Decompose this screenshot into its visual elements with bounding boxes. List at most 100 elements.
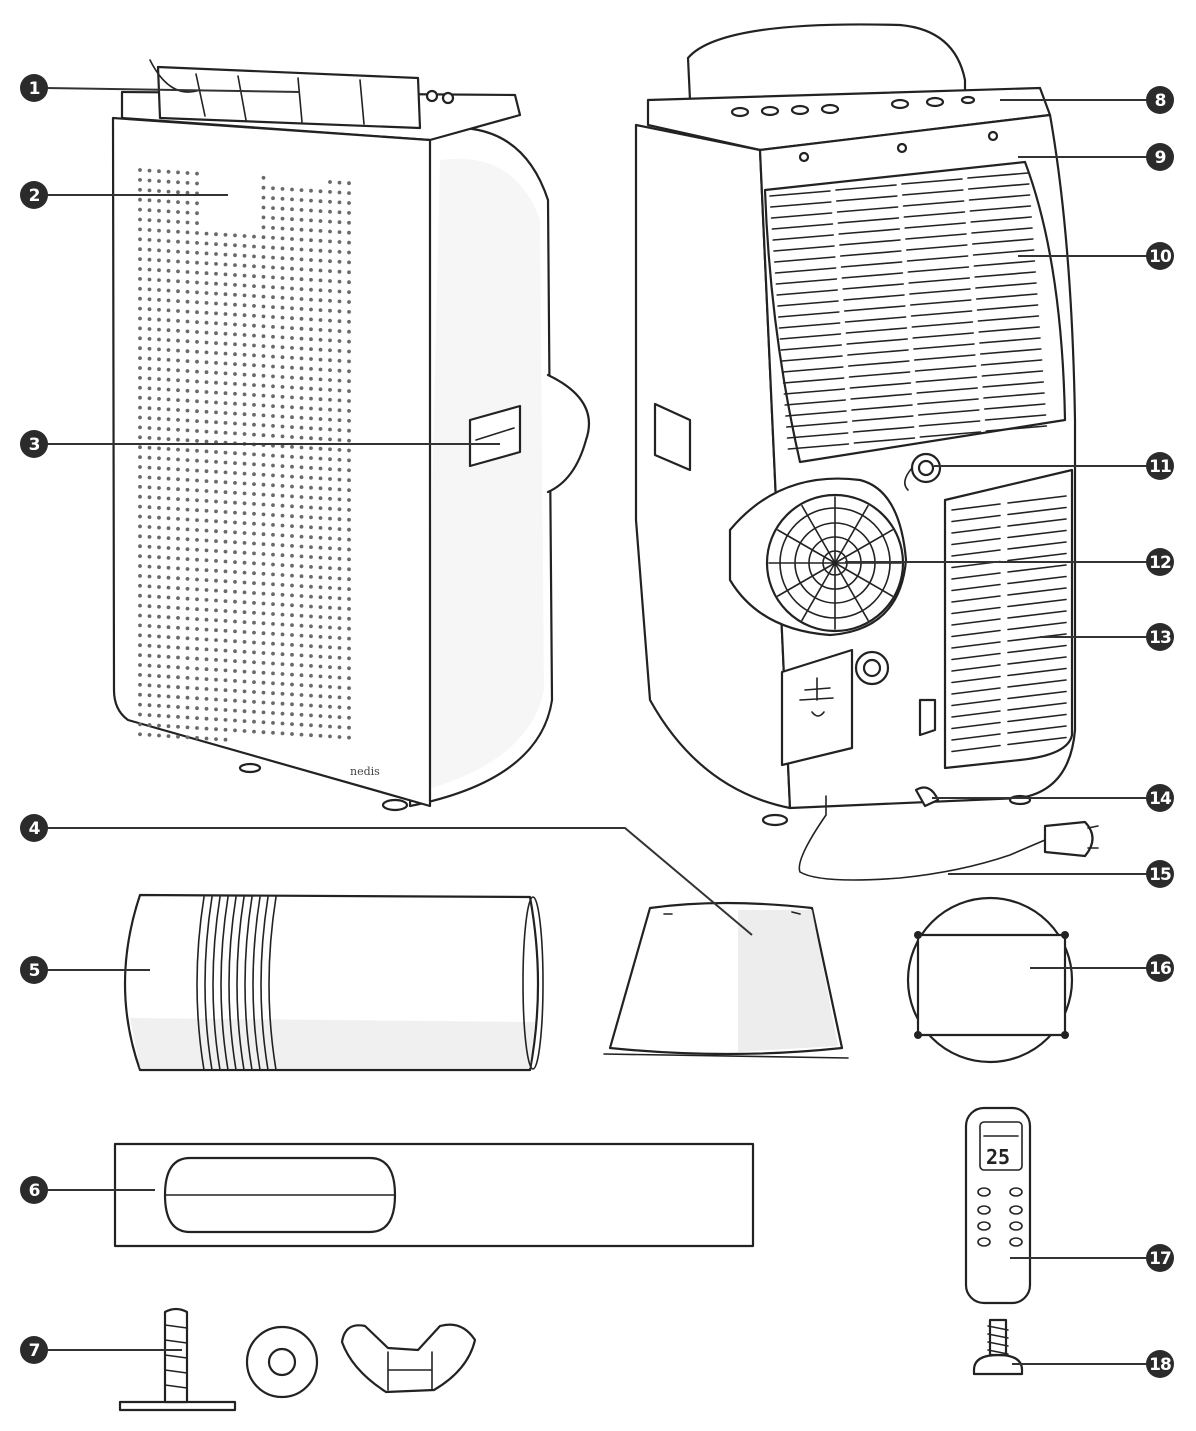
grille-dot bbox=[176, 348, 180, 353]
grille-dot bbox=[290, 207, 294, 212]
grille-dot bbox=[347, 547, 351, 552]
grille-dot bbox=[223, 242, 228, 247]
grille-dot bbox=[204, 518, 209, 523]
grille-slat bbox=[906, 244, 968, 251]
grille-slat bbox=[777, 300, 839, 307]
grille-dot bbox=[242, 481, 247, 486]
grille-dot bbox=[290, 405, 294, 410]
grille-dot bbox=[233, 619, 237, 624]
grille-slat bbox=[837, 217, 900, 224]
grille-dot bbox=[166, 239, 171, 244]
grille-dot bbox=[328, 279, 332, 283]
grille-dot bbox=[299, 693, 304, 697]
grille-dot bbox=[185, 725, 190, 730]
grille-dot bbox=[242, 709, 247, 714]
grille-dot bbox=[223, 589, 228, 594]
grille-dot bbox=[252, 482, 256, 486]
grille-dot bbox=[318, 278, 323, 283]
grille-dot bbox=[299, 643, 304, 648]
grille-dot bbox=[223, 638, 228, 643]
grille-dot bbox=[195, 201, 199, 206]
grille-dot bbox=[290, 375, 294, 380]
grille-dot bbox=[166, 169, 171, 174]
grille-slat bbox=[905, 233, 967, 240]
grille-dot bbox=[195, 656, 199, 661]
grille-dot bbox=[214, 291, 218, 296]
grille-dot bbox=[138, 494, 142, 499]
grille-dot bbox=[138, 346, 142, 351]
grille-slat bbox=[1007, 587, 1067, 596]
grille-dot bbox=[290, 722, 294, 726]
grille-dot bbox=[176, 715, 180, 719]
grille-dot bbox=[204, 489, 209, 493]
grille-dot bbox=[147, 604, 152, 609]
grille-dot bbox=[261, 245, 266, 250]
grille-dot bbox=[195, 518, 199, 522]
grille-slat bbox=[778, 311, 840, 318]
grille-dot bbox=[176, 437, 180, 442]
grille-dot bbox=[328, 615, 332, 620]
grille-dot bbox=[261, 463, 266, 467]
grille-dot bbox=[290, 415, 294, 420]
grille-dot bbox=[242, 362, 247, 367]
grille-dot bbox=[261, 651, 266, 655]
grille-dot bbox=[280, 583, 285, 587]
grille-dot bbox=[280, 682, 285, 686]
grille-dot bbox=[147, 723, 152, 727]
grille-dot bbox=[252, 680, 256, 684]
grille-dot bbox=[204, 617, 209, 622]
grille-dot bbox=[214, 281, 218, 286]
grille-dot bbox=[223, 421, 228, 425]
grille-dot bbox=[252, 492, 256, 496]
grille-dot bbox=[166, 684, 171, 689]
grille-slat bbox=[786, 432, 849, 439]
grille-dot bbox=[347, 399, 351, 403]
grille-dot bbox=[347, 537, 351, 542]
grille-dot bbox=[147, 356, 152, 361]
grille-dot bbox=[138, 435, 142, 440]
grille-slat bbox=[1007, 713, 1067, 723]
grille-dot bbox=[214, 242, 218, 247]
grille-slat bbox=[951, 583, 1001, 592]
grille-slat bbox=[971, 227, 1033, 234]
grille-dot bbox=[299, 316, 304, 321]
grille-dot bbox=[280, 434, 285, 439]
grille-dot bbox=[299, 366, 304, 371]
grille-dot bbox=[337, 438, 342, 442]
grille-dot bbox=[252, 313, 256, 318]
grille-dot bbox=[309, 574, 313, 579]
grille-dot bbox=[337, 636, 342, 640]
grille-dot bbox=[309, 654, 313, 658]
grille-slat bbox=[770, 201, 832, 208]
grille-dot bbox=[195, 458, 199, 463]
grille-dot bbox=[290, 326, 294, 330]
grille-slat bbox=[1007, 690, 1067, 700]
grille-dot bbox=[271, 394, 275, 399]
grille-dot bbox=[157, 218, 161, 223]
grille-dot bbox=[157, 703, 161, 708]
grille-dot bbox=[214, 252, 218, 256]
grille-dot bbox=[328, 516, 332, 521]
grille-dot bbox=[138, 257, 142, 261]
grille-dot bbox=[309, 565, 313, 569]
grille-dot bbox=[195, 627, 199, 631]
grille-dot bbox=[233, 629, 237, 634]
grille-dot bbox=[290, 355, 294, 360]
grille-dot bbox=[157, 565, 161, 570]
grille-dot bbox=[309, 673, 313, 678]
grille-dot bbox=[242, 640, 247, 644]
grille-slat bbox=[782, 366, 844, 373]
grille-dot bbox=[185, 260, 190, 264]
grille-dot bbox=[261, 542, 266, 546]
grille-dot bbox=[157, 179, 161, 184]
grille-dot bbox=[252, 254, 256, 259]
grille-dot bbox=[195, 409, 199, 414]
grille-dot bbox=[309, 703, 313, 708]
grille-dot bbox=[204, 380, 209, 384]
grille-dot bbox=[214, 578, 218, 583]
grille-dot bbox=[328, 457, 332, 462]
hose-rib bbox=[252, 896, 261, 1071]
grille-dot bbox=[337, 705, 342, 710]
grille-slat bbox=[985, 425, 1048, 432]
grille-dot bbox=[166, 625, 171, 630]
